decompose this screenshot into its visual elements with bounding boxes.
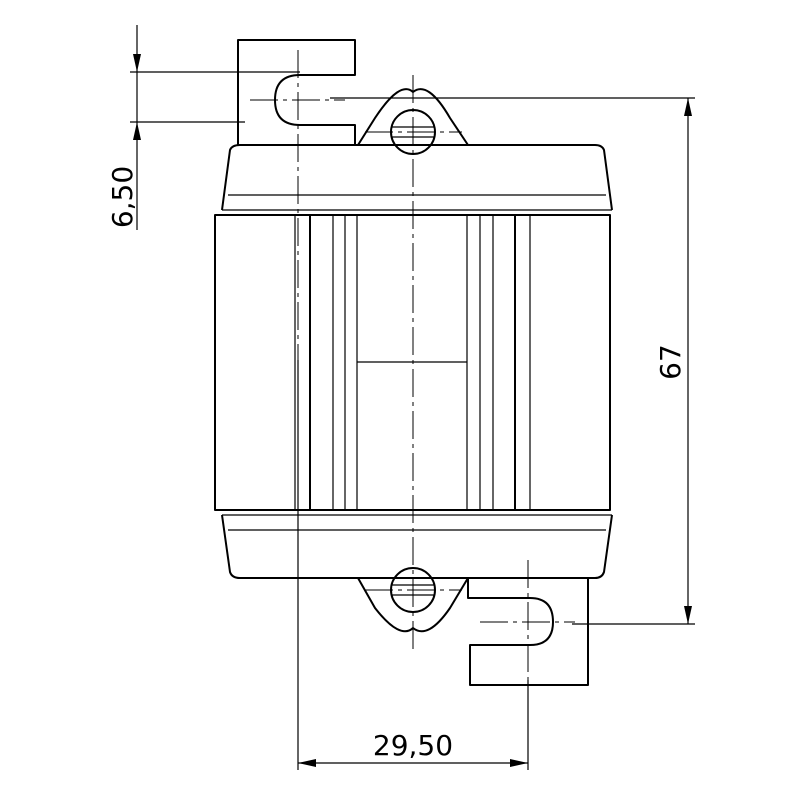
dimension-label-height: 67 — [654, 344, 687, 380]
dimension-top-offset: 6,50 — [106, 25, 300, 230]
dimension-label-width: 29,50 — [373, 729, 453, 762]
bottom-terminal-tab — [467, 578, 589, 686]
dimension-width: 29,50 — [297, 360, 529, 770]
centerlines — [250, 50, 575, 680]
arrow-height-top — [684, 98, 692, 116]
arrow-width-right — [510, 759, 528, 767]
dimension-label-top-offset: 6,50 — [106, 166, 139, 228]
arrow-height-bottom — [684, 606, 692, 624]
bottom-tab-outline — [467, 578, 589, 686]
top-tab-outline — [237, 39, 356, 145]
arrow-top-offset-b — [133, 122, 141, 140]
top-terminal-tab — [237, 39, 356, 145]
arrow-width-left — [298, 759, 316, 767]
dimension-height: 67 — [330, 97, 695, 625]
body-bottom-outline — [221, 514, 613, 579]
body-top-outline — [221, 144, 613, 211]
arrow-top-offset-a — [133, 54, 141, 72]
